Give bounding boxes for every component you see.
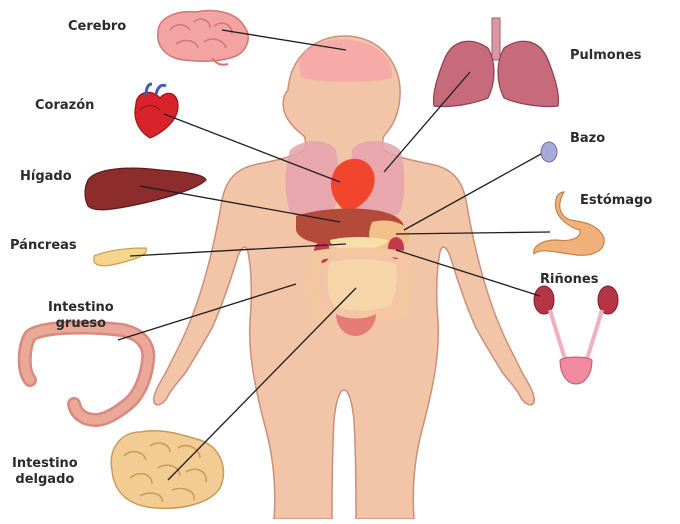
torso-small-intestine <box>327 259 396 310</box>
label-pulmones: Pulmones <box>570 48 642 64</box>
spleen-icon <box>541 142 557 162</box>
liver-icon <box>85 168 206 210</box>
label-higado: Hígado <box>20 169 72 185</box>
label-intestino-delgado: Intestino delgado <box>12 456 78 488</box>
kidneys-icon <box>534 286 618 384</box>
heart-icon <box>135 84 178 138</box>
large-intestine-icon <box>25 328 149 420</box>
label-rinones: Riñones <box>540 272 598 288</box>
label-intestino-grueso: Intestino grueso <box>48 300 114 332</box>
label-bazo: Bazo <box>570 131 605 147</box>
label-pancreas: Páncreas <box>10 238 77 254</box>
label-cerebro: Cerebro <box>68 19 126 35</box>
pancreas-icon <box>94 248 146 266</box>
label-estomago: Estómago <box>580 193 652 209</box>
label-corazon: Corazón <box>35 98 94 114</box>
brain-icon <box>158 11 248 65</box>
small-intestine-icon <box>111 431 223 509</box>
